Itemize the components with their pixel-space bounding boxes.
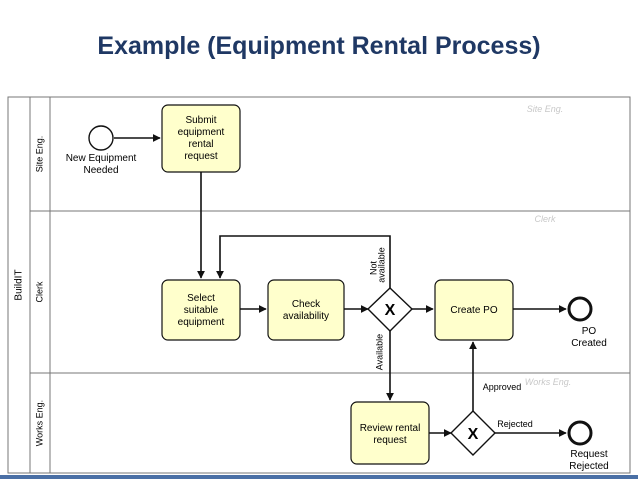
task-review-box[interactable] (350, 401, 430, 465)
end-event-request-rejected-line-1: Request (570, 449, 607, 460)
gateway-approval-symbol: X (468, 426, 479, 443)
lane-watermark-works-eng: Works Eng. (525, 377, 572, 387)
page-title: Example (Equipment Rental Process) (97, 32, 541, 60)
pool-label: BuildIT (14, 269, 25, 300)
task-select-line-2: suitable (184, 305, 219, 316)
end-event-request-rejected-line-2: Rejected (569, 461, 608, 472)
end-event-po-created-line-2: Created (571, 338, 607, 349)
end-event-po-created-line-1: PO (582, 326, 597, 337)
task-review-line-1: Review rental (360, 423, 421, 434)
gateway-availability-diamond[interactable] (366, 287, 414, 332)
task-check-line-1: Check (292, 299, 321, 310)
start-event-circle (88, 125, 114, 151)
task-select-box[interactable] (161, 279, 241, 341)
task-select-line-3: equipment (178, 317, 225, 328)
lane-label-site-eng: Site Eng. (34, 136, 44, 173)
start-event-label-line-1: New Equipment (66, 153, 137, 164)
flow-label-available: Available (374, 334, 384, 370)
task-submit-line-4: request (184, 151, 218, 162)
task-submit-line-3: rental (188, 139, 213, 150)
lane-watermark-site-eng: Site Eng. (527, 104, 564, 114)
task-create-po-line-1: Create PO (450, 305, 497, 316)
gateway-approval-diamond[interactable] (450, 410, 496, 456)
task-submit-line-1: Submit (185, 115, 216, 126)
flow-not-available-loop (216, 235, 391, 288)
start-event-label-line-2: Needed (83, 165, 118, 176)
flow-label-not: Not (368, 261, 378, 276)
task-submit-box[interactable] (161, 104, 241, 173)
task-check-box[interactable] (267, 279, 345, 341)
lane-label-works-eng: Works Eng. (34, 400, 44, 446)
lane-watermark-clerk: Clerk (534, 214, 556, 224)
gateway-availability-symbol: X (385, 302, 396, 319)
end-event-request-rejected-circle (567, 420, 593, 446)
flow-label-rejected: Rejected (497, 419, 533, 429)
end-event-po-created-circle (567, 296, 593, 322)
task-review-line-2: request (373, 435, 407, 446)
flow-label-available-word: available (376, 247, 386, 283)
task-check-line-2: availability (283, 311, 329, 322)
flow-label-approved: Approved (483, 382, 522, 392)
task-submit-line-2: equipment (178, 127, 225, 138)
bottom-accent-bar (0, 475, 638, 479)
task-create-po-box[interactable] (434, 279, 514, 341)
lane-label-clerk: Clerk (34, 281, 44, 303)
task-select-line-1: Select (187, 293, 215, 304)
pool-frame (7, 96, 631, 474)
